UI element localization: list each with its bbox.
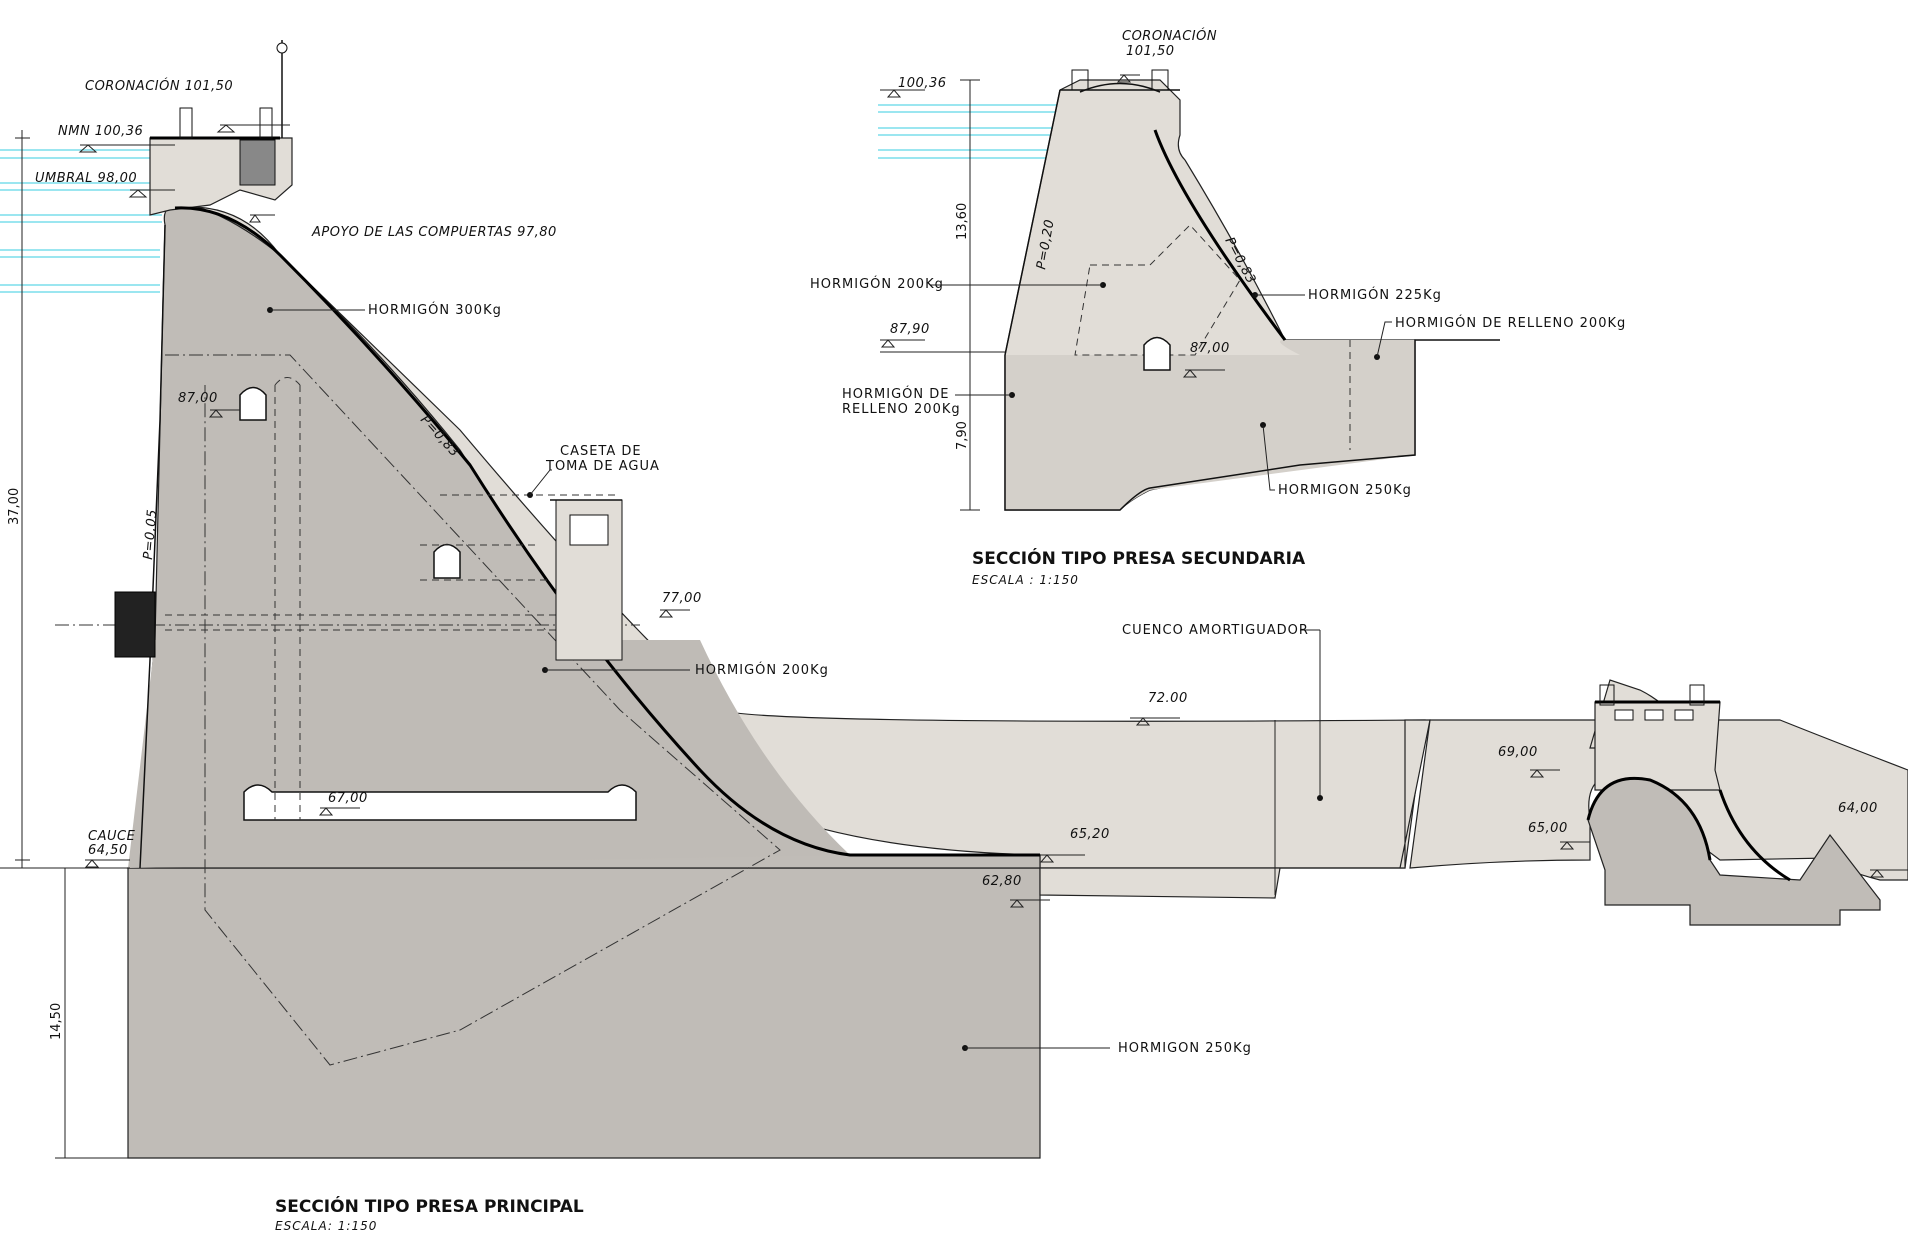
caseta-line2: TOMA DE AGUA	[545, 459, 660, 474]
sec-relleno-left-1: HORMIGÓN DE	[842, 386, 949, 402]
sec-level-gallery: 87,00	[1190, 341, 1230, 356]
basin-level-64: 64,00	[1838, 801, 1878, 816]
secondary-water	[878, 104, 1075, 159]
sec-h250-label: HORMIGON 250Kg	[1278, 483, 1412, 498]
basin-label: CUENCO AMORTIGUADOR	[1122, 623, 1309, 638]
h200-label: HORMIGÓN 200Kg	[695, 662, 829, 678]
cauce-value: 64,50	[88, 843, 128, 858]
secondary-dam-section: CORONACIÓN 101,50 100,36 87,90 87,00 HOR…	[810, 28, 1626, 587]
level-markers	[78, 124, 1180, 908]
h300-label: HORMIGÓN 300Kg	[368, 302, 502, 318]
basin-level-69: 69,00	[1498, 745, 1538, 760]
sec-relleno-left-2: RELLENO 200Kg	[842, 402, 961, 417]
sec-coronacion-value: 101,50	[1126, 44, 1175, 59]
umbral-label: UMBRAL 98,00	[35, 171, 137, 186]
sec-coronacion-label: CORONACIÓN	[1122, 28, 1217, 44]
intake-housing	[114, 591, 156, 658]
stilling-basin: CUENCO AMORTIGUADOR 69,00 65,00 64,00	[1039, 623, 1908, 926]
sec-h225-label: HORMIGÓN 225Kg	[1308, 287, 1442, 303]
toe-level: 65,20	[1070, 827, 1110, 842]
main-scale: ESCALA: 1:150	[275, 1219, 377, 1233]
basin-level-65: 65,00	[1528, 821, 1568, 836]
cauce-label: CAUCE	[88, 829, 136, 844]
caseta-line1: CASETA DE	[560, 444, 642, 459]
dimension-lines	[0, 130, 130, 1159]
main-title: SECCIÓN TIPO PRESA PRINCIPAL	[275, 1195, 584, 1217]
sec-h200-label: HORMIGÓN 200Kg	[810, 276, 944, 292]
sec-relleno-right: HORMIGÓN DE RELLENO 200Kg	[1395, 315, 1626, 331]
gallery-upper-level: 87,00	[178, 391, 218, 406]
sec-level-water: 100,36	[898, 76, 947, 91]
foundation-dimension: 14,50	[49, 1003, 64, 1040]
gallery-lower-level: 67,00	[328, 791, 368, 806]
upstream-water	[0, 149, 165, 293]
nmn-label: NMN 100,36	[58, 124, 143, 139]
foundation-level: 62,80	[982, 874, 1022, 889]
upstream-slope: P=0,05	[141, 509, 160, 561]
upper-gallery	[239, 386, 267, 421]
foundation-block	[127, 867, 1041, 1159]
secondary-scale: ESCALA : 1:150	[972, 573, 1079, 587]
intake-level: 77,00	[662, 591, 702, 606]
lower-gallery	[243, 784, 637, 821]
sec-dim-upper: 13,60	[955, 203, 970, 240]
leaders	[267, 307, 1323, 1051]
height-dimension: 37,00	[7, 488, 22, 525]
coronacion-label: CORONACIÓN 101,50	[85, 78, 233, 94]
gate-mechanism	[239, 139, 276, 186]
middle-gallery	[433, 543, 461, 579]
sec-level-base: 87,90	[890, 322, 930, 337]
apron-level: 72.00	[1148, 691, 1188, 706]
sec-dim-lower: 7,90	[955, 421, 970, 450]
secondary-title: SECCIÓN TIPO PRESA SECUNDARIA	[972, 547, 1306, 569]
h250-label: HORMIGON 250Kg	[1118, 1041, 1252, 1056]
main-dam-section: CORONACIÓN 101,50 NMN 100,36 UMBRAL 98,0…	[0, 40, 1426, 1233]
apoyo-label: APOYO DE LAS COMPUERTAS 97,80	[311, 225, 557, 240]
